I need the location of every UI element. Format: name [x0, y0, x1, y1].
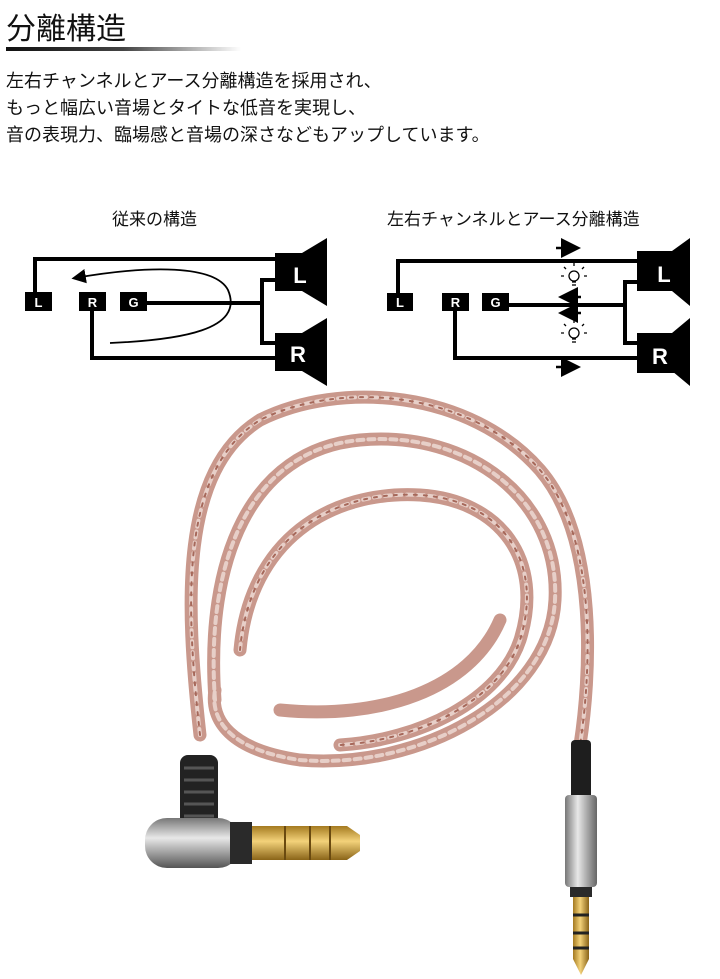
description: 左右チャンネルとアース分離構造を採用され、 もっと幅広い音場とタイトな低音を実現… — [6, 68, 490, 149]
plug-label-g: G — [128, 295, 138, 310]
ground-return-arrow — [71, 268, 232, 344]
svg-text:R: R — [652, 344, 668, 369]
conventional-plug: L R G — [25, 292, 147, 311]
conventional-speakers: L R — [275, 238, 327, 386]
plug-label-g: G — [490, 295, 500, 310]
separated-speakers: L R — [637, 238, 690, 386]
signal-arrows — [556, 238, 581, 377]
plug-label-r: R — [88, 295, 98, 310]
straight-plug — [565, 740, 597, 975]
angled-plug — [145, 755, 360, 868]
page-title: 分離構造 — [6, 12, 126, 47]
separated-diagram — [396, 259, 640, 360]
lightbulb-icon — [561, 263, 587, 286]
lightbulb-icon — [561, 320, 587, 343]
separated-plug: L R G — [387, 293, 509, 311]
cable-image — [184, 390, 595, 768]
description-line: もっと幅広い音場とタイトな低音を実現し、 — [6, 98, 366, 119]
description-line: 音の表現力、臨場感と音場の深さなどもアップしています。 — [6, 125, 490, 146]
conventional-diagram-title: 従来の構造 — [112, 210, 197, 230]
conventional-diagram — [33, 257, 278, 360]
svg-text:L: L — [293, 263, 306, 288]
svg-text:R: R — [290, 342, 306, 367]
plug-label-l: L — [396, 295, 404, 310]
title-underline — [6, 47, 241, 51]
svg-text:L: L — [657, 262, 670, 287]
plug-label-l: L — [35, 295, 43, 310]
plug-label-r: R — [451, 295, 461, 310]
description-line: 左右チャンネルとアース分離構造を採用され、 — [6, 71, 382, 92]
separated-diagram-title: 左右チャンネルとアース分離構造 — [387, 210, 640, 230]
